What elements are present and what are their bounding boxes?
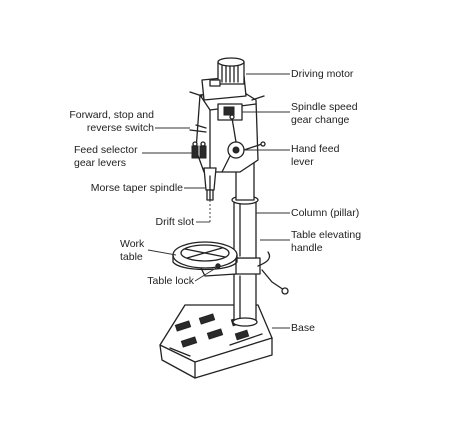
label-work-table-line1: Work [120,238,145,250]
label-forward-switch-line1: Forward, stop and [69,109,154,121]
hand-feed-lever-part [221,114,266,173]
label-spindle-speed-line2: gear change [291,113,350,126]
label-column: Column (pillar) [291,207,360,219]
label-base: Base [291,322,315,334]
label-table-elevating-line1: Table elevating [291,229,362,241]
label-table-elevating: Table elevating handle [291,229,361,254]
label-table-elevating-line2: handle [291,241,323,254]
label-morse-taper: Morse taper spindle [90,182,183,194]
work-table-part [172,241,238,277]
label-hand-feed-line2: lever [291,155,314,168]
label-feed-selector-line1: Feed selector [74,144,138,156]
top-levers [189,91,265,101]
label-hand-feed: Hand feed lever [291,143,339,168]
label-feed-selector-line2: gear levers [74,156,126,169]
feed-selector-part [191,141,207,159]
label-spindle-speed: Spindle speed gear change [291,101,358,126]
label-driving-motor: Driving motor [291,68,354,80]
label-forward-switch-line2: reverse switch [86,121,154,134]
leader-lines [142,73,290,329]
label-spindle-speed-line1: Spindle speed [291,101,358,113]
spindle-part [203,167,217,201]
head-part [189,89,259,173]
label-work-table: Work table [120,238,144,263]
label-table-lock: Table lock [147,275,194,287]
label-drift-slot: Drift slot [155,216,194,228]
label-forward-switch: Forward, stop and reverse switch [69,109,154,134]
label-hand-feed-line1: Hand feed [291,143,340,155]
label-work-table-line2: table [120,250,143,263]
table-elevating-handle-part [257,251,289,295]
label-feed-selector: Feed selector gear levers [74,144,138,169]
driving-motor-part [201,57,247,101]
